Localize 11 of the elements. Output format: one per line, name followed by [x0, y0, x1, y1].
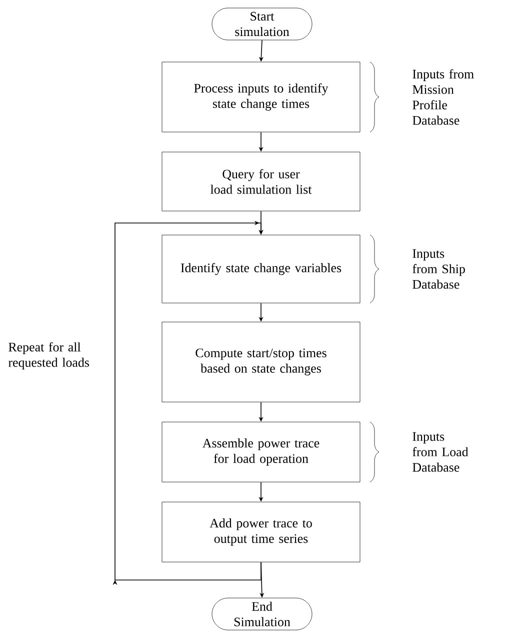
process-box: Process inputs to identify state change times [162, 62, 360, 132]
loop-arrow [112, 220, 264, 585]
process-box: Identify state change variables [162, 234, 360, 304]
process-box: Add power trace to output time series [162, 502, 360, 562]
side-note: Inputs from Load Database [412, 432, 468, 472]
edge-label: Repeat for all requested loads [8, 342, 90, 370]
side-note: Inputs from Mission Profile Database [412, 69, 474, 125]
process-box: Compute start/stop times based on state changes [162, 322, 360, 402]
process-box: Assemble power trace for load operation [162, 422, 360, 482]
side-note: Inputs from Ship Database [412, 249, 465, 289]
process-box: Query for user load simulation list [162, 152, 360, 212]
